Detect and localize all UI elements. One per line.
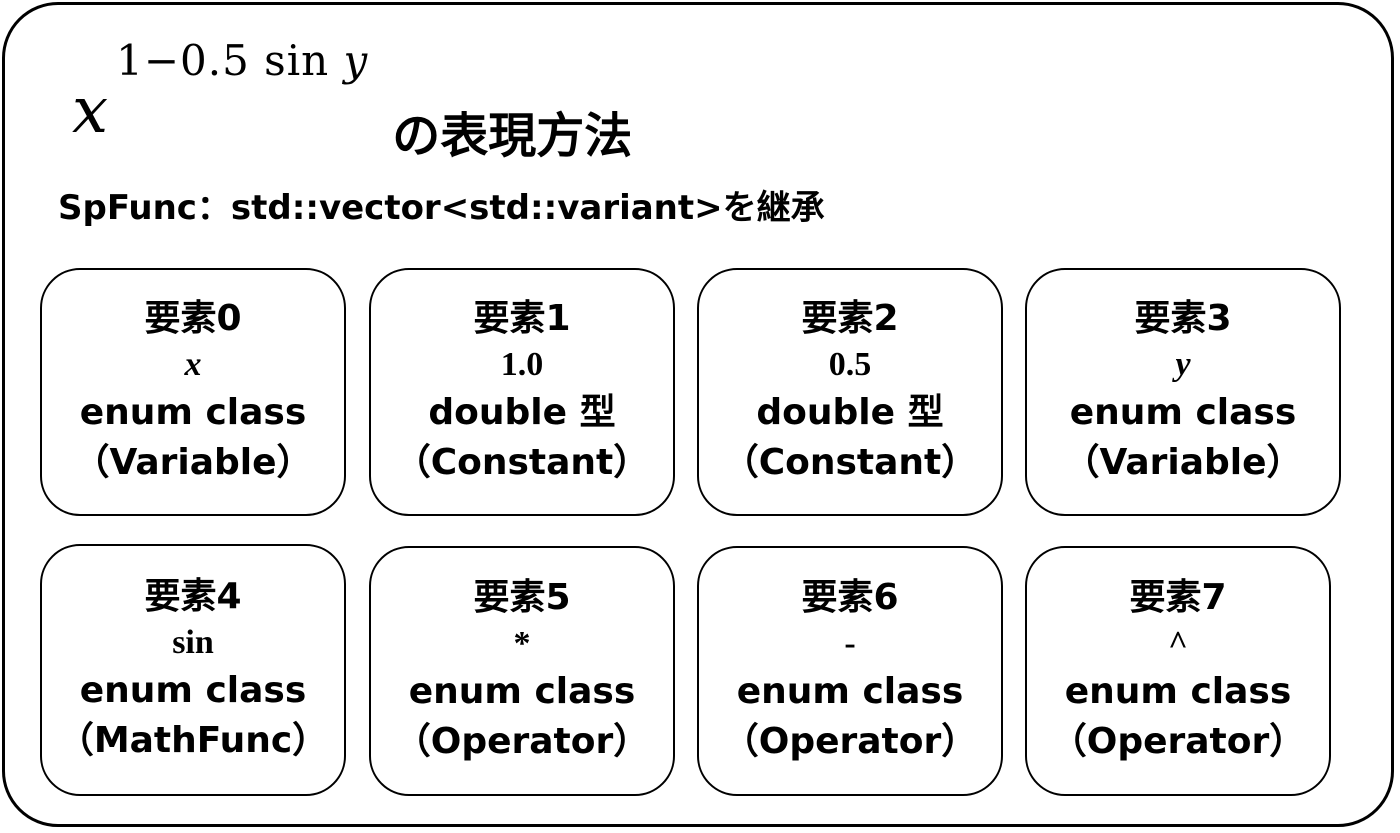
element-category: （Constant） bbox=[394, 442, 650, 483]
element-label: 要素4 bbox=[144, 576, 242, 617]
element-card-4: 要素4 sin enum class （MathFunc） bbox=[40, 544, 346, 796]
element-label: 要素2 bbox=[801, 298, 899, 339]
element-kind: enum class bbox=[79, 670, 307, 711]
title-text: の表現方法 bbox=[392, 108, 633, 164]
element-value: x bbox=[184, 346, 202, 383]
element-label: 要素0 bbox=[144, 298, 242, 339]
element-value: sin bbox=[172, 624, 214, 661]
element-card-5: 要素5 * enum class （Operator） bbox=[369, 546, 675, 796]
element-value: - bbox=[844, 625, 856, 662]
element-category: （Operator） bbox=[722, 721, 978, 762]
element-category: （Variable） bbox=[1063, 442, 1303, 483]
element-card-3: 要素3 y enum class （Variable） bbox=[1025, 268, 1341, 516]
element-kind: enum class bbox=[1069, 392, 1297, 433]
element-kind: enum class bbox=[79, 392, 307, 433]
title-exponent: 1−0.5 sin y bbox=[116, 36, 368, 85]
element-value: * bbox=[513, 625, 531, 662]
element-value: 1.0 bbox=[500, 346, 544, 383]
element-value: 0.5 bbox=[828, 346, 872, 383]
element-kind: enum class bbox=[736, 671, 964, 712]
element-category: （MathFunc） bbox=[57, 720, 329, 761]
element-card-1: 要素1 1.0 double 型 （Constant） bbox=[369, 268, 675, 516]
element-value: ^ bbox=[1168, 625, 1188, 662]
element-card-6: 要素6 - enum class （Operator） bbox=[697, 546, 1003, 796]
element-label: 要素6 bbox=[801, 577, 899, 618]
title-exponent-variable: y bbox=[343, 36, 369, 85]
title-base-variable: x bbox=[72, 74, 109, 148]
element-category: （Operator） bbox=[1050, 721, 1306, 762]
element-card-0: 要素0 x enum class （Variable） bbox=[40, 268, 346, 516]
element-value: y bbox=[1175, 346, 1191, 383]
element-category: （Variable） bbox=[73, 442, 313, 483]
element-kind: enum class bbox=[1064, 671, 1292, 712]
element-card-7: 要素7 ^ enum class （Operator） bbox=[1025, 546, 1331, 796]
element-label: 要素7 bbox=[1129, 577, 1227, 618]
element-kind: double 型 bbox=[428, 392, 616, 433]
element-category: （Operator） bbox=[394, 721, 650, 762]
subtitle: SpFunc：std::vector<std::variant>を継承 bbox=[58, 188, 825, 228]
title-exponent-prefix: 1−0.5 sin bbox=[116, 36, 344, 85]
element-label: 要素5 bbox=[473, 577, 571, 618]
element-kind: double 型 bbox=[756, 392, 944, 433]
element-card-2: 要素2 0.5 double 型 （Constant） bbox=[697, 268, 1003, 516]
element-label: 要素3 bbox=[1134, 298, 1232, 339]
element-category: （Constant） bbox=[722, 442, 978, 483]
element-label: 要素1 bbox=[473, 298, 571, 339]
diagram-title: x 1−0.5 sin y の表現方法 bbox=[72, 30, 632, 164]
element-kind: enum class bbox=[408, 671, 636, 712]
